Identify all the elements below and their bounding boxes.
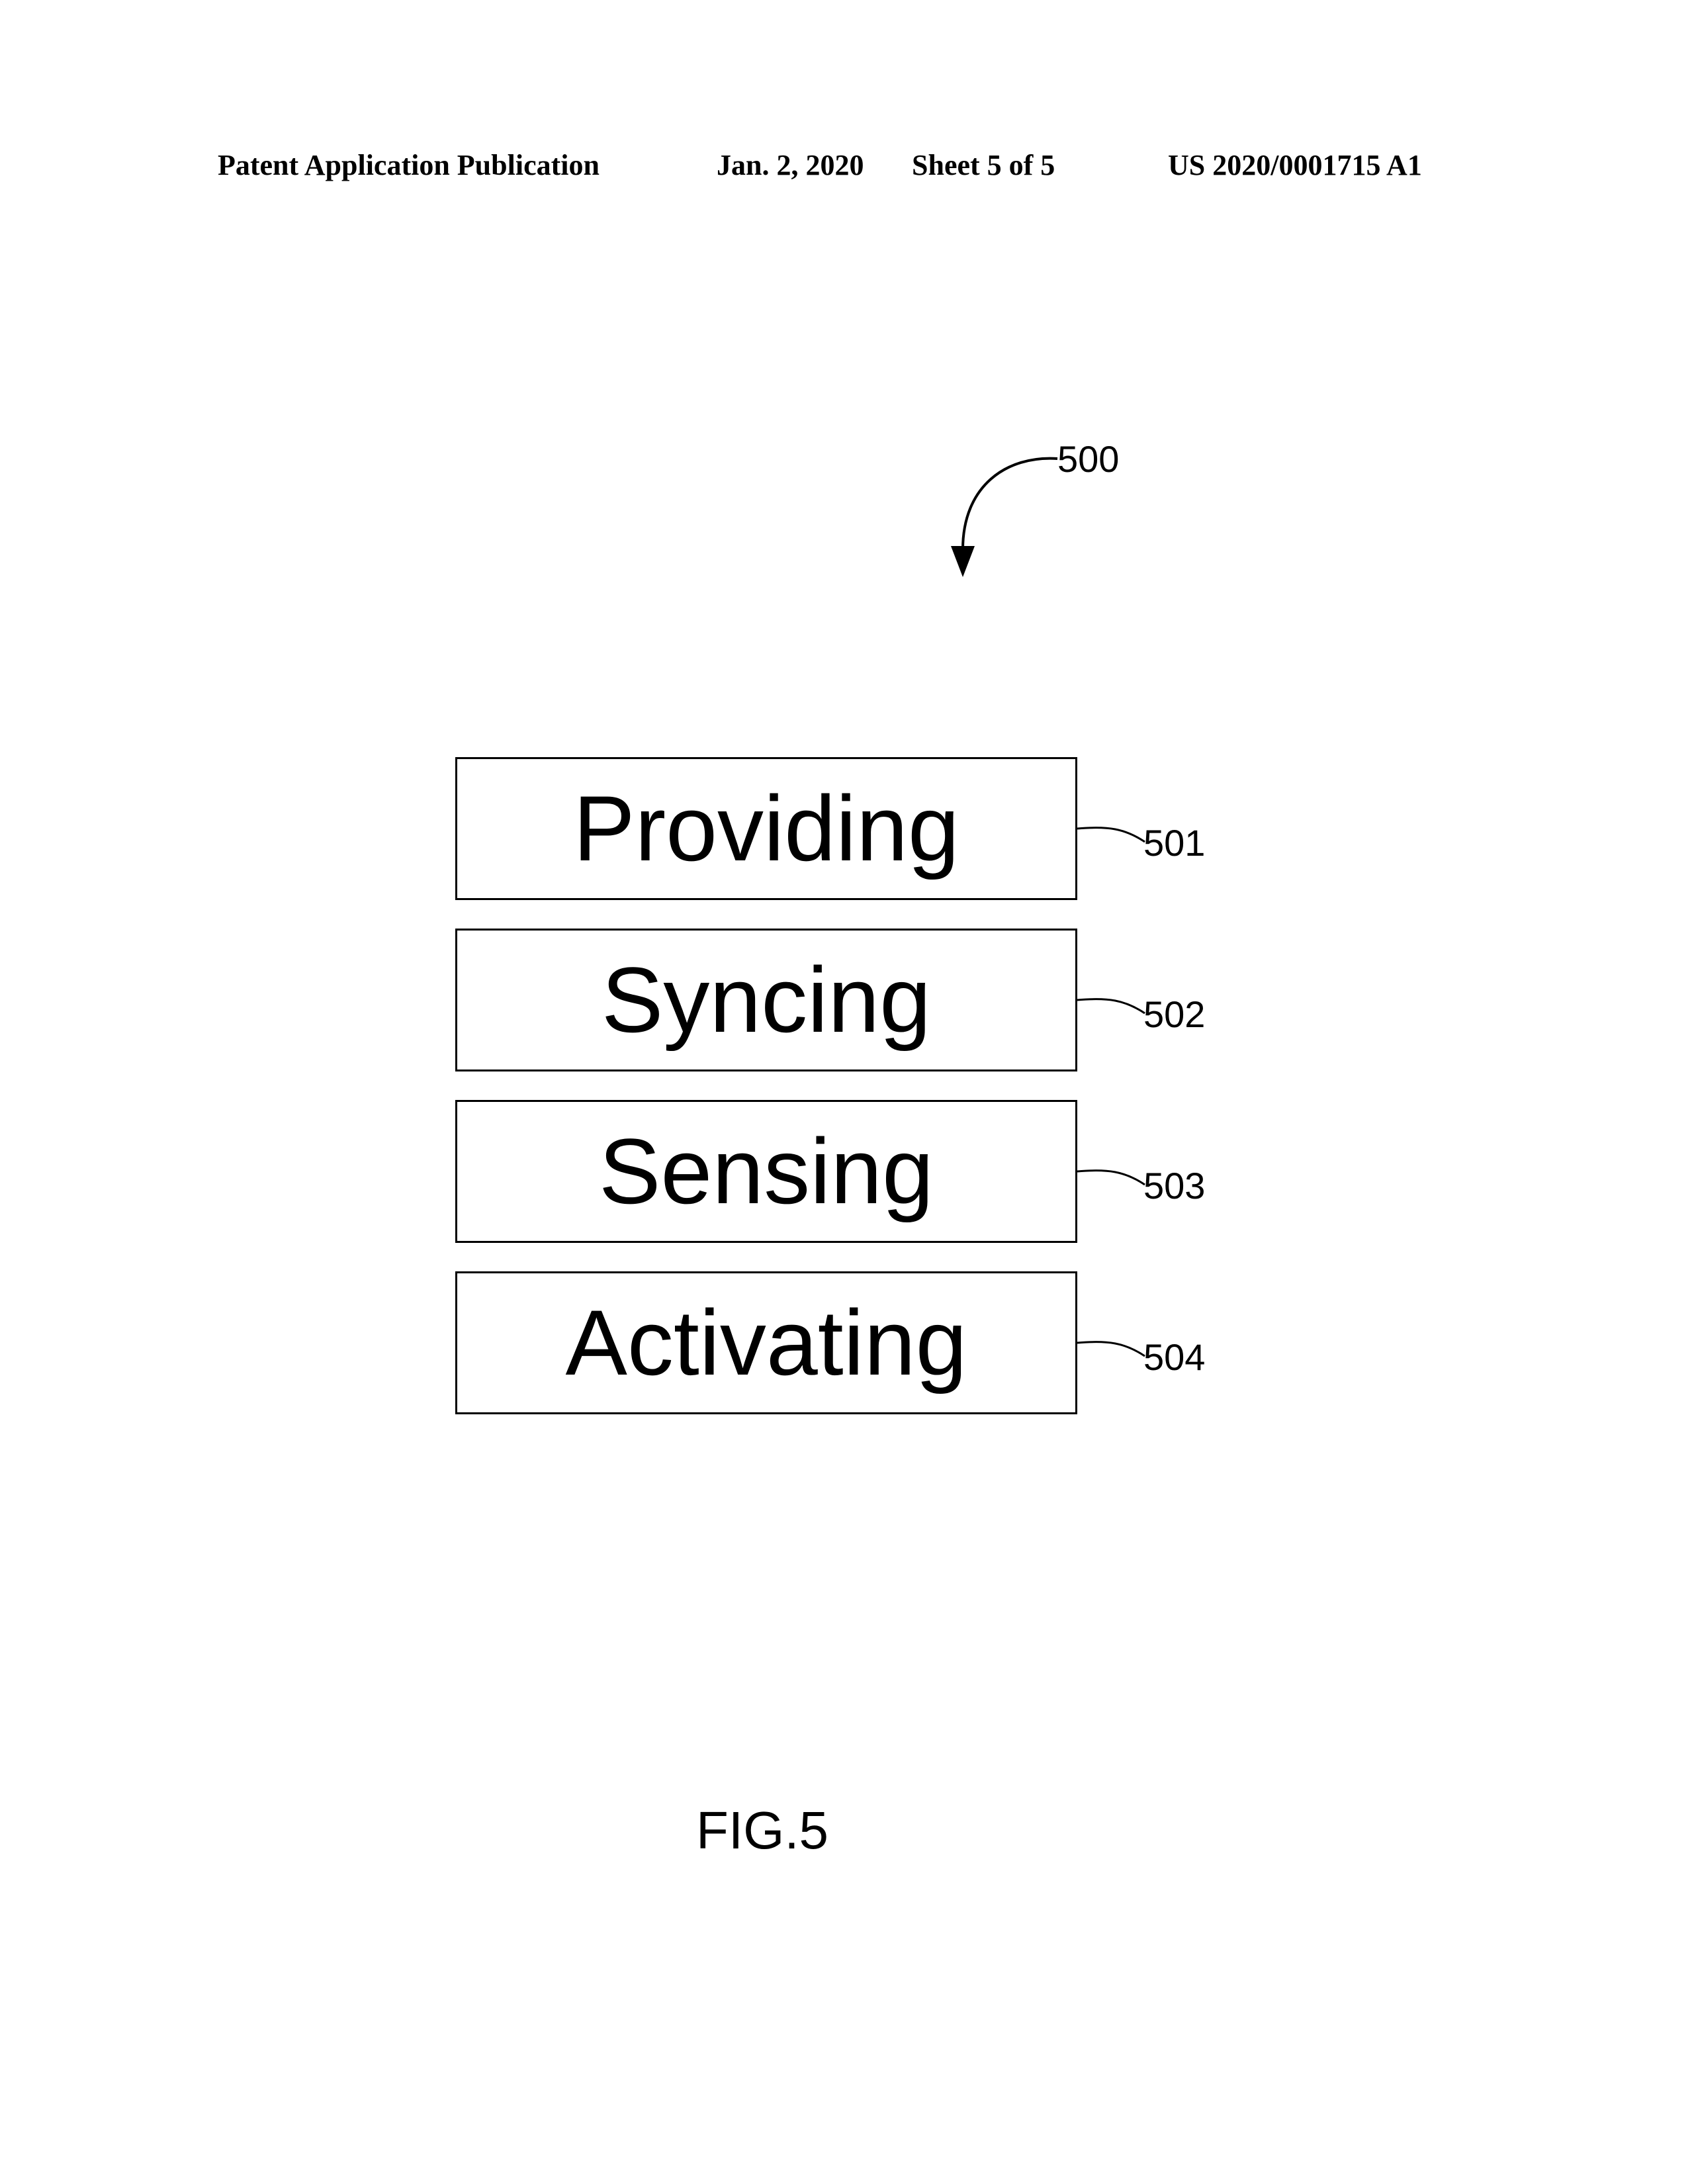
step-label: Syncing: [601, 948, 932, 1052]
step-label: Sensing: [599, 1119, 934, 1223]
reference-500: 500: [1057, 438, 1120, 480]
leader-line-504: [1077, 1341, 1145, 1357]
leader-line-501: [1077, 827, 1145, 843]
header-publication: Patent Application Publication: [218, 149, 600, 181]
overall-reference-arrow: [961, 457, 1058, 550]
header-date: Jan. 2, 2020: [717, 149, 864, 181]
step-box-syncing: Syncing: [455, 929, 1077, 1071]
step-box-providing: Providing: [455, 757, 1077, 900]
overall-reference-arrowhead: [951, 546, 975, 577]
reference-503: 503: [1143, 1165, 1206, 1206]
reference-502: 502: [1143, 993, 1206, 1035]
leader-line-503: [1077, 1169, 1145, 1186]
leader-line-502: [1077, 998, 1145, 1015]
step-box-sensing: Sensing: [455, 1100, 1077, 1243]
reference-504: 504: [1143, 1336, 1206, 1378]
header-sheet: Sheet 5 of 5: [912, 149, 1055, 181]
figure-caption: FIG.5: [696, 1801, 829, 1860]
reference-501: 501: [1143, 822, 1206, 864]
header-patent-number: US 2020/0001715 A1: [1168, 149, 1422, 181]
step-label: Activating: [565, 1291, 967, 1394]
step-label: Providing: [573, 776, 959, 880]
step-box-activating: Activating: [455, 1271, 1077, 1414]
